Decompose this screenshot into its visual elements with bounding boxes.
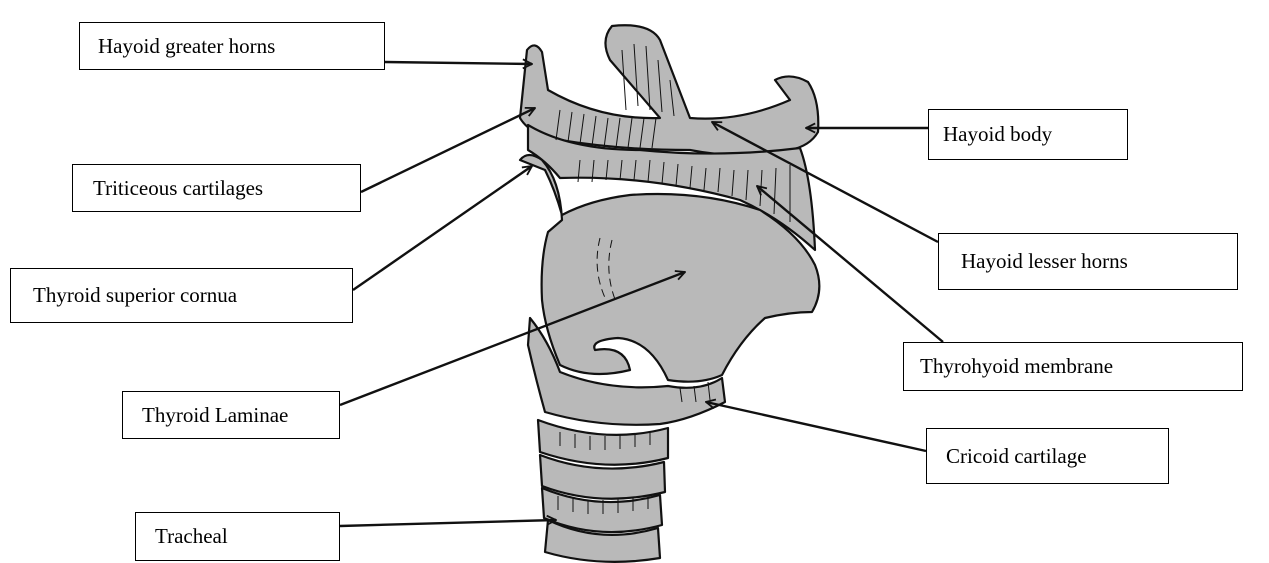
label-hyoid-body: Hayoid body [928, 109, 1128, 160]
label-text: Thyroid Laminae [142, 403, 288, 428]
label-text: Tracheal [155, 524, 228, 549]
trachea [538, 420, 668, 562]
label-cricoid-cartilage: Cricoid cartilage [926, 428, 1169, 484]
label-text: Hayoid greater horns [98, 34, 275, 59]
label-tracheal: Tracheal [135, 512, 340, 561]
label-triticeous-cartilages: Triticeous cartilages [72, 164, 361, 212]
label-text: Triticeous cartilages [93, 176, 263, 201]
label-text: Thyroid superior cornua [33, 283, 237, 308]
label-hyoid-greater-horns: Hayoid greater horns [79, 22, 385, 70]
leader-thyroid-superior-cornua [353, 166, 532, 290]
leader-cricoid-cartilage [706, 402, 926, 451]
larynx-anatomy [520, 25, 819, 562]
leader-hyoid-greater-horns [385, 62, 532, 64]
tracheal-ring [538, 420, 668, 465]
label-text: Hayoid body [943, 122, 1052, 147]
label-thyrohyoid-membrane: Thyrohyoid membrane [903, 342, 1243, 391]
label-thyroid-laminae: Thyroid Laminae [122, 391, 340, 439]
label-thyroid-superior-cornua: Thyroid superior cornua [10, 268, 353, 323]
label-text: Hayoid lesser horns [961, 249, 1128, 274]
leader-tracheal [340, 520, 556, 526]
label-hyoid-lesser-horns: Hayoid lesser horns [938, 233, 1238, 290]
hyoid-bone [520, 25, 818, 155]
leader-triticeous-cartilages [361, 108, 535, 192]
label-text: Cricoid cartilage [946, 444, 1087, 469]
label-text: Thyrohyoid membrane [920, 354, 1113, 379]
